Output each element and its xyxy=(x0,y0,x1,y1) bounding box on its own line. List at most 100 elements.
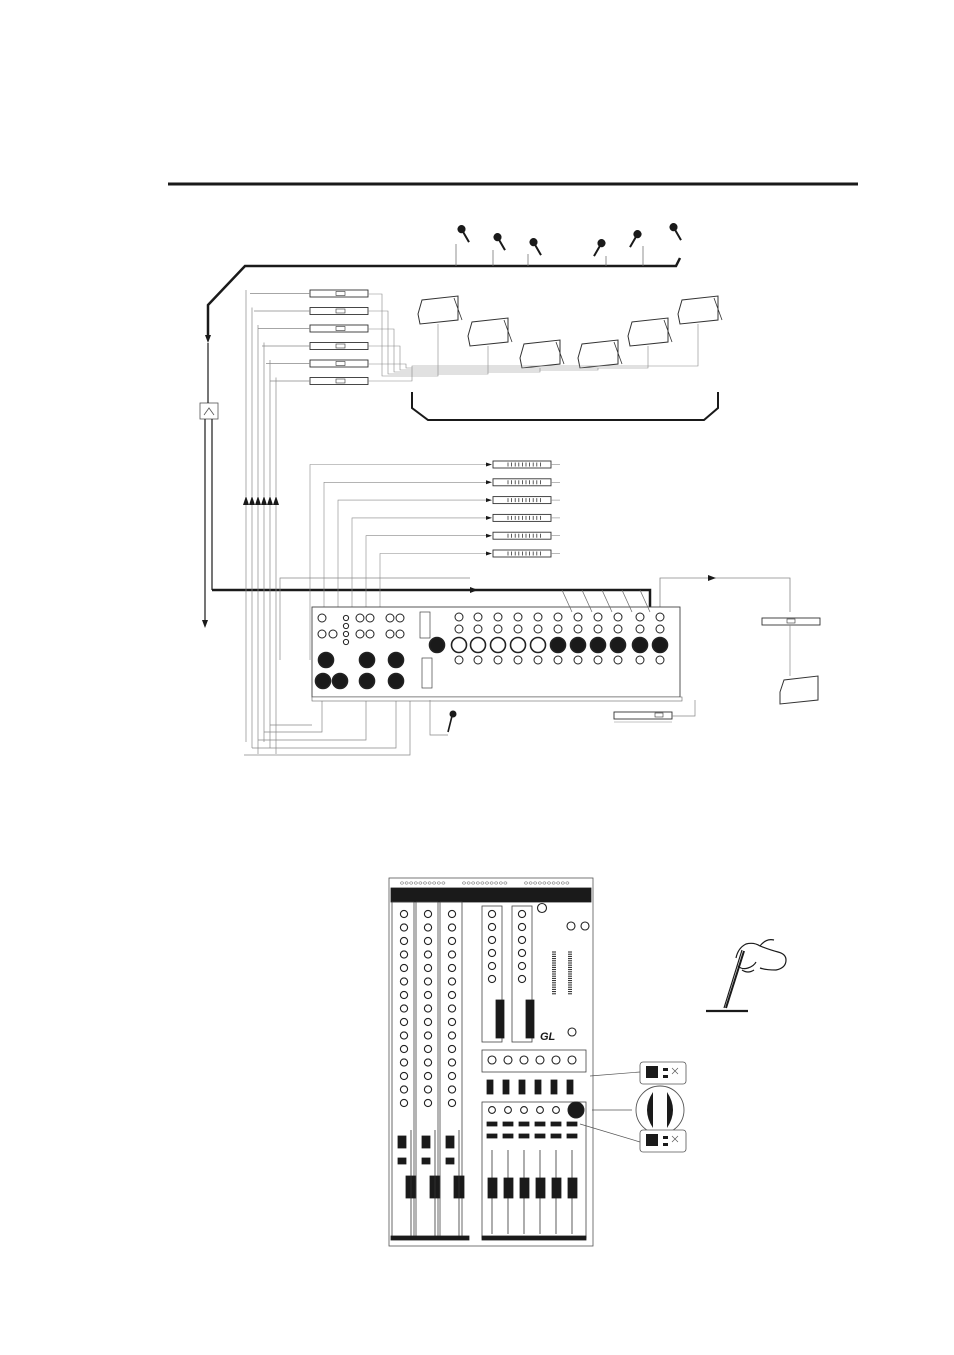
knob xyxy=(636,625,644,633)
knob xyxy=(448,910,455,917)
jack xyxy=(343,639,348,644)
knob xyxy=(424,1018,431,1025)
microphone-icon xyxy=(591,238,607,258)
big-knob xyxy=(511,638,526,653)
knob xyxy=(424,1059,431,1066)
knob xyxy=(568,1056,576,1064)
snake-cable xyxy=(208,258,680,335)
jack xyxy=(343,631,348,636)
knob xyxy=(448,1032,455,1039)
knob xyxy=(424,991,431,998)
knob xyxy=(400,1072,407,1079)
fader-cap xyxy=(552,1178,561,1198)
big-knob xyxy=(360,653,375,668)
knob xyxy=(366,614,374,622)
amplifier-icon xyxy=(254,308,368,315)
microphone-icon xyxy=(529,237,545,257)
knob xyxy=(488,975,495,982)
knob xyxy=(400,1086,407,1093)
knob xyxy=(494,656,502,664)
knob xyxy=(424,1086,431,1093)
output-button xyxy=(567,1122,577,1126)
foh-amplifier-icon xyxy=(762,618,820,625)
big-knob xyxy=(471,638,486,653)
knob xyxy=(448,1059,455,1066)
knob xyxy=(554,613,562,621)
knob xyxy=(455,656,463,664)
knob xyxy=(488,936,495,943)
hand-pen-icon xyxy=(706,940,786,1011)
knob xyxy=(614,656,622,664)
knob xyxy=(636,656,644,664)
knob xyxy=(488,923,495,930)
aux-button xyxy=(567,1080,573,1094)
fader-cap xyxy=(568,1178,577,1198)
knob xyxy=(489,1107,496,1114)
knob xyxy=(520,1056,528,1064)
jack xyxy=(343,615,348,620)
knob xyxy=(448,991,455,998)
pfl-button xyxy=(398,1158,406,1164)
aux-button xyxy=(503,1080,509,1094)
output-button xyxy=(503,1134,513,1138)
knob xyxy=(488,962,495,969)
microphone-group xyxy=(457,222,685,258)
splitter-box xyxy=(200,403,218,419)
aux-button xyxy=(535,1080,541,1094)
knob xyxy=(329,630,337,638)
knob xyxy=(636,613,644,621)
big-knob xyxy=(491,638,506,653)
mute-button xyxy=(398,1136,406,1148)
output-button xyxy=(519,1122,529,1126)
knob xyxy=(424,937,431,944)
fader-cap xyxy=(504,1178,513,1198)
mic-drop-lines xyxy=(456,244,643,266)
big-knob xyxy=(452,638,467,653)
knob xyxy=(488,1056,496,1064)
arrow-up xyxy=(261,496,267,505)
knob xyxy=(400,1005,407,1012)
knob xyxy=(574,656,582,664)
knob xyxy=(514,625,522,633)
knob xyxy=(400,1045,407,1052)
knob xyxy=(474,656,482,664)
big-knob xyxy=(333,674,348,689)
knob xyxy=(356,614,364,622)
arrow-right-foh xyxy=(708,575,716,581)
big-knob xyxy=(316,674,331,689)
knob xyxy=(534,613,542,621)
knob xyxy=(400,910,407,917)
big-knob xyxy=(531,638,546,653)
mixing-console-top xyxy=(312,590,682,701)
pfl-button xyxy=(446,1158,454,1164)
mute-button xyxy=(446,1136,454,1148)
big-knob xyxy=(389,653,404,668)
knob xyxy=(554,625,562,633)
knob xyxy=(424,1072,431,1079)
arrow-down-left xyxy=(202,620,208,628)
amplifier-icon xyxy=(266,360,368,367)
output-button xyxy=(503,1122,513,1126)
foh-speaker-icon xyxy=(780,625,818,704)
big-knob xyxy=(591,638,606,653)
big-knob xyxy=(611,638,626,653)
big-knob xyxy=(653,638,668,653)
knob xyxy=(514,656,522,664)
big-knob xyxy=(571,638,586,653)
knob xyxy=(400,924,407,931)
knob xyxy=(474,613,482,621)
knob xyxy=(534,625,542,633)
headphone-knob xyxy=(568,1102,584,1118)
output-button xyxy=(567,1134,577,1138)
knob xyxy=(594,625,602,633)
knob xyxy=(581,922,589,930)
knob xyxy=(538,904,547,913)
knob xyxy=(400,1099,407,1106)
knob xyxy=(494,625,502,633)
amplifier-icon xyxy=(258,325,368,332)
amplifier-icon xyxy=(250,290,368,297)
monitor-wedge-icon xyxy=(368,329,564,372)
big-knob xyxy=(360,674,375,689)
